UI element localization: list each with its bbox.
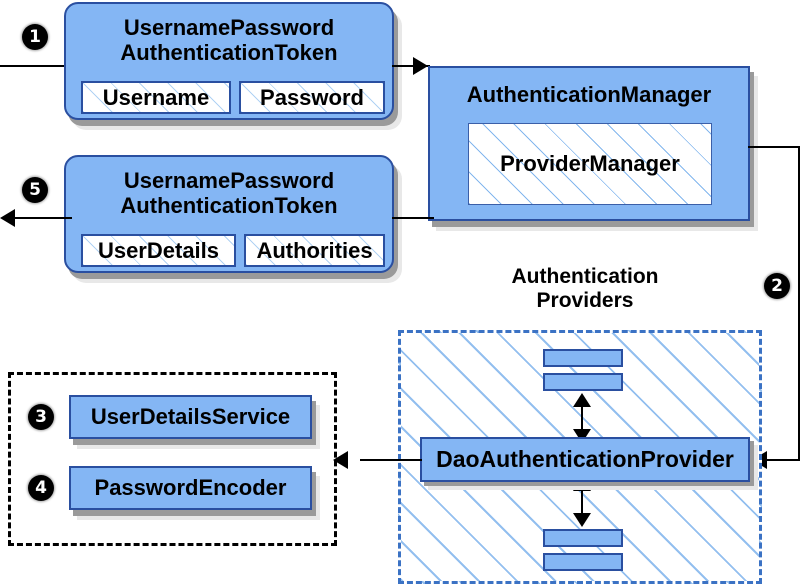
response-token-title-line2: AuthenticationToken	[120, 192, 338, 218]
response-token-field-userdetails[interactable]: UserDetails	[81, 234, 236, 267]
connector-request-in-line	[0, 65, 70, 67]
request-token-title: UsernamePassword AuthenticationToken	[66, 15, 392, 65]
authentication-providers-title: Authentication Providers	[470, 265, 700, 313]
response-token-title: UsernamePassword AuthenticationToken	[66, 168, 392, 218]
authentication-manager-label: AuthenticationManager	[466, 82, 712, 107]
support-group-container	[8, 372, 337, 546]
response-token-title-line1: UsernamePassword	[123, 168, 335, 193]
provider-manager-box[interactable]: ProviderManager	[468, 123, 712, 205]
badge-4: 4	[28, 475, 54, 501]
authentication-providers-title-line2: Providers	[536, 289, 634, 313]
connector-manager-to-provider-vertical-segment	[798, 146, 800, 460]
response-token-box[interactable]: UsernamePassword AuthenticationToken Use…	[64, 155, 394, 273]
dao-authentication-provider-box[interactable]: DaoAuthenticationProvider	[420, 437, 750, 482]
connector-manager-to-provider-bottom-segment	[765, 459, 800, 461]
request-token-box[interactable]: UsernamePassword AuthenticationToken Use…	[64, 2, 394, 120]
authentication-manager-box[interactable]: AuthenticationManager ProviderManager	[428, 66, 750, 221]
request-token-title-line1: UsernamePassword	[123, 15, 335, 40]
badge-3: 3	[28, 404, 54, 430]
request-token-field-username[interactable]: Username	[81, 81, 231, 114]
connector-manager-to-provider-top-segment	[748, 146, 800, 148]
password-encoder-box[interactable]: PasswordEncoder	[69, 466, 312, 510]
authentication-providers-title-line1: Authentication	[511, 265, 659, 288]
provider-stack-top-bar-1[interactable]	[543, 349, 623, 367]
request-token-field-password[interactable]: Password	[239, 81, 385, 114]
connector-token-to-manager-line	[392, 65, 430, 67]
connector-response-out-arrowhead	[0, 209, 15, 227]
badge-2: 2	[764, 273, 790, 299]
connector-provider-top-arrowhead-up	[573, 393, 591, 407]
connector-provider-bottom-arrowhead-down	[573, 513, 591, 527]
connector-response-out-line	[14, 217, 72, 219]
connector-manager-to-response-line	[392, 217, 434, 219]
connector-token-to-manager-arrowhead	[413, 57, 428, 75]
user-details-service-box[interactable]: UserDetailsService	[69, 395, 312, 439]
badge-5: 5	[22, 177, 48, 203]
response-token-field-authorities[interactable]: Authorities	[244, 234, 385, 267]
connector-provider-top-line	[581, 401, 583, 439]
provider-stack-bottom-bar-2[interactable]	[543, 553, 623, 571]
provider-stack-bottom-bar-1[interactable]	[543, 529, 623, 547]
request-token-title-line2: AuthenticationToken	[120, 39, 338, 65]
connector-provider-to-support-line	[360, 459, 422, 461]
badge-1: 1	[22, 24, 48, 50]
connector-provider-bottom-line	[581, 485, 583, 523]
provider-stack-top-bar-2[interactable]	[543, 373, 623, 391]
